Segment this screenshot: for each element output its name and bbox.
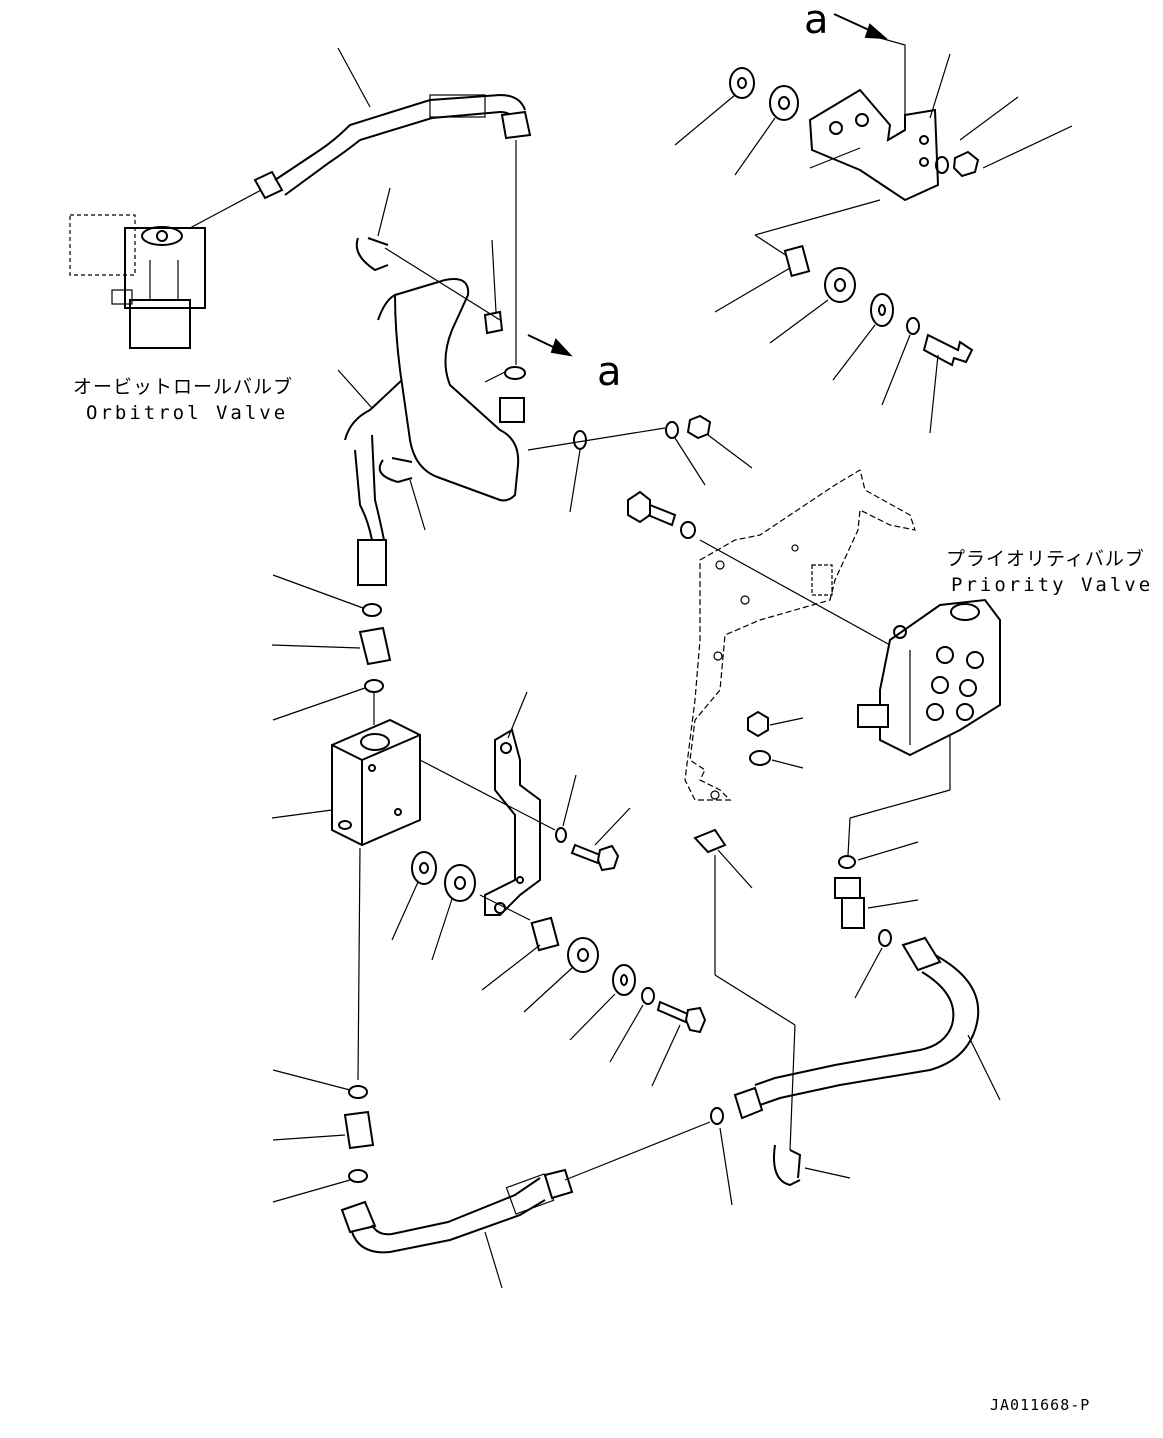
left-fitting-stack: [271, 574, 392, 725]
mounting-plate: [684, 469, 916, 801]
priority-valve: [847, 598, 1001, 856]
top-right-bracket: [808, 53, 951, 202]
plate-bolt: [627, 490, 696, 539]
orbitrol-label-jp: オービットロールバルブ: [73, 376, 294, 398]
top-washers: [674, 67, 1073, 178]
orbitrol-label-en: Orbitrol Valve: [86, 402, 289, 424]
tube-clamps: [355, 187, 504, 531]
middle-bracket: [484, 691, 541, 916]
elbow-fitting: [834, 841, 919, 999]
arrow-ref-a: [527, 334, 573, 357]
manifold-block: [271, 718, 556, 1081]
spacer-group-top: [714, 199, 974, 434]
arrow-ref-a-top: [833, 13, 906, 130]
lower-right-hose: [710, 936, 1001, 1206]
clip-and-nut: [527, 414, 753, 513]
orbitrol-valve: [69, 214, 206, 349]
priority-label-en: Priority Valve: [951, 574, 1154, 596]
drawing-code: JA011668-P: [990, 1396, 1091, 1414]
plate-clip: [693, 828, 796, 1151]
priority-label-jp: プライオリティバルブ: [946, 548, 1145, 570]
reference-a-middle: a: [597, 349, 622, 395]
lower-fitting-stack: [272, 1069, 375, 1203]
lower-left-hose: [340, 1121, 711, 1289]
lower-washers: [391, 851, 707, 1087]
middle-bolt: [555, 774, 631, 872]
reference-a-top: a: [804, 0, 829, 43]
lower-clamp: [773, 1144, 851, 1187]
valve-nut-washer: [747, 710, 804, 769]
center-tube: [337, 278, 526, 586]
upper-hose: [189, 47, 532, 365]
